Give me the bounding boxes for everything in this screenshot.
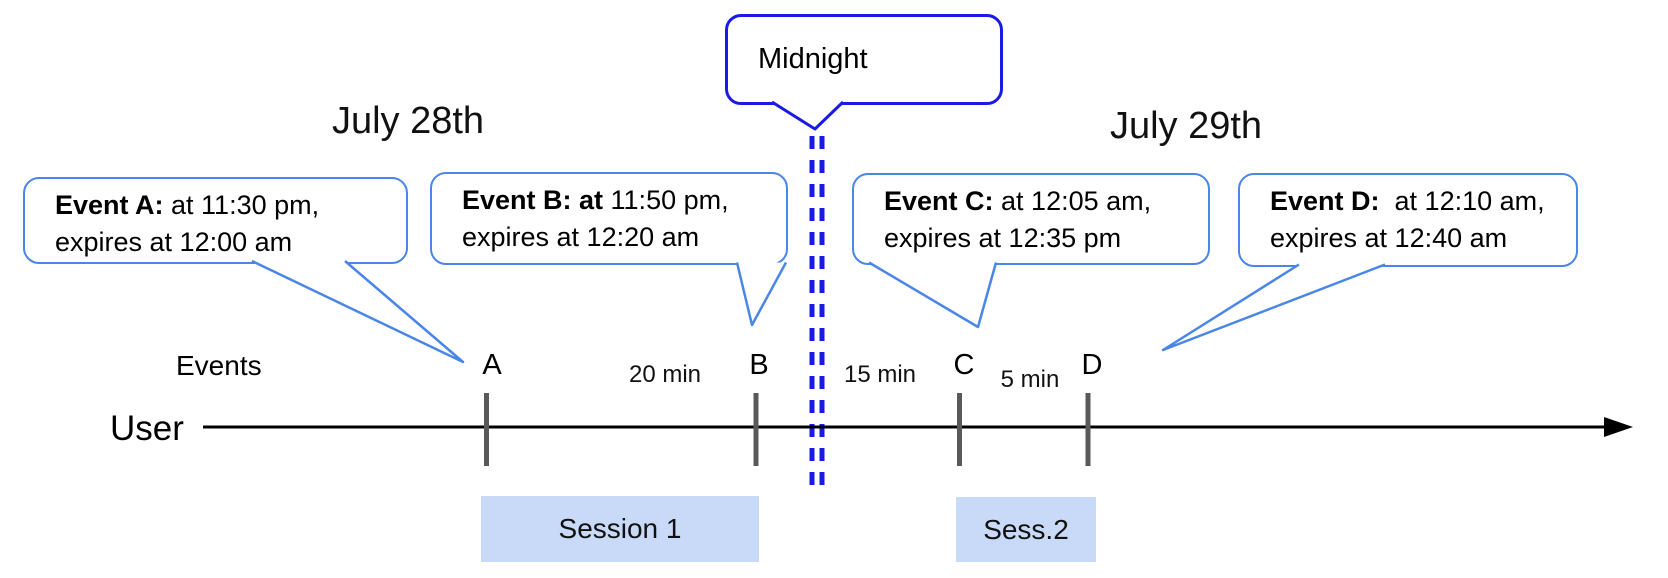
- tick-label-d: D: [1081, 349, 1103, 381]
- midnight-callout-tail: [771, 100, 845, 131]
- session-2-box: Sess.2: [956, 497, 1096, 562]
- timeline-arrowhead: [1604, 417, 1633, 437]
- event-d-line1: Event D: at 12:10 am,: [1270, 186, 1545, 216]
- event-d-callout-tail: [1161, 263, 1386, 352]
- event-c-line2: expires at 12:35 pm: [884, 223, 1122, 253]
- event-b-callout: Event B: at 11:50 pm, expires at 12:20 a…: [430, 172, 788, 265]
- user-row-label: User: [110, 409, 184, 448]
- event-b-line2: expires at 12:20 am: [462, 222, 700, 252]
- tick-label-a: A: [482, 349, 502, 381]
- event-c-callout: Event C: at 12:05 am, expires at 12:35 p…: [852, 173, 1210, 265]
- event-a-callout-tail: [251, 259, 465, 364]
- interval-a-b: 20 min: [628, 361, 702, 388]
- date-heading-july-29: July 29th: [1109, 105, 1263, 147]
- event-c-line1: Event C: at 12:05 am,: [884, 186, 1152, 216]
- event-a-callout: Event A: at 11:30 pm, expires at 12:00 a…: [23, 177, 408, 264]
- tick-label-c: C: [953, 349, 975, 381]
- event-c-callout-tail: [868, 261, 998, 329]
- date-heading-july-28: July 28th: [331, 100, 485, 142]
- event-d-callout: Event D: at 12:10 am, expires at 12:40 a…: [1238, 173, 1578, 267]
- event-d-line2: expires at 12:40 am: [1270, 223, 1508, 253]
- event-a-line2: expires at 12:00 am: [55, 227, 293, 257]
- event-a-line1: Event A: at 11:30 pm,: [55, 190, 320, 220]
- event-b-callout-tail: [735, 261, 788, 327]
- session-2-label: Sess.2: [983, 513, 1069, 545]
- interval-c-d: 5 min: [1000, 366, 1060, 393]
- events-row-label: Events: [176, 350, 262, 381]
- interval-b-c: 15 min: [843, 361, 917, 388]
- midnight-callout: Midnight: [725, 14, 1003, 105]
- session-1-label: Session 1: [558, 513, 682, 544]
- session-1-box: Session 1: [481, 496, 759, 562]
- event-b-line1: Event B: at 11:50 pm,: [462, 185, 729, 215]
- tick-label-b: B: [749, 349, 769, 381]
- midnight-label: Midnight: [758, 43, 868, 75]
